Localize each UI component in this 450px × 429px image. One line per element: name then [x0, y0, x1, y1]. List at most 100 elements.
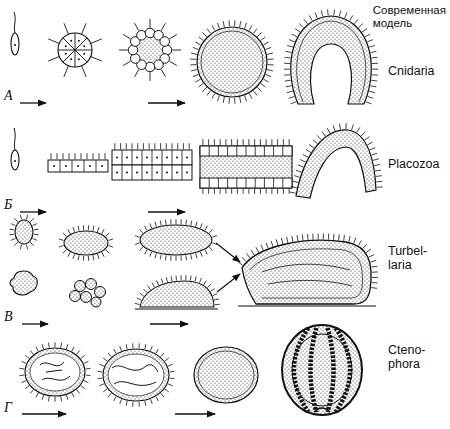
cilium	[25, 386, 29, 389]
cilium	[20, 215, 21, 220]
cilium	[199, 83, 204, 87]
cilium	[257, 32, 261, 36]
cilium	[321, 11, 322, 17]
flagellum	[123, 61, 130, 65]
cilium	[271, 139, 272, 145]
cilium	[289, 40, 295, 42]
cilium	[205, 226, 207, 230]
taxon-label: Turbel- laria	[388, 244, 427, 273]
cilium	[191, 53, 197, 54]
cilium	[189, 143, 190, 149]
cilium	[283, 189, 284, 194]
cilium	[55, 397, 56, 402]
cell-layer	[250, 249, 362, 298]
cilium	[343, 235, 345, 241]
cilium	[36, 393, 38, 397]
cilium	[266, 139, 267, 145]
colony-ring	[119, 19, 181, 81]
cilium	[249, 25, 252, 30]
cilium	[33, 238, 38, 240]
cell-layer	[201, 31, 263, 93]
cilium	[135, 303, 140, 304]
cilium	[371, 287, 377, 289]
cilium	[60, 396, 62, 401]
planuloid-body	[140, 225, 212, 255]
cell	[75, 281, 86, 292]
row-letter: Б	[4, 197, 12, 213]
cilia-guide	[242, 240, 371, 290]
cilia-guide	[25, 348, 85, 396]
nucleus	[146, 172, 148, 174]
cilium	[36, 347, 38, 351]
cilium	[172, 143, 173, 149]
stage-arrow	[20, 102, 46, 103]
cilium	[103, 389, 107, 392]
cilia-guide	[200, 188, 292, 189]
cilium	[261, 37, 266, 41]
cilium	[26, 215, 27, 220]
flagellum	[82, 66, 87, 77]
cilium	[145, 226, 147, 230]
cilium	[277, 189, 278, 194]
cilium	[261, 245, 263, 250]
cilium	[357, 127, 360, 132]
cilium	[19, 368, 24, 370]
nucleus	[65, 45, 67, 47]
cilium	[260, 139, 261, 145]
cilium	[220, 139, 221, 145]
flagellum	[150, 19, 151, 28]
cilium	[150, 252, 152, 257]
stage-arrow	[150, 323, 188, 324]
cilium	[143, 143, 144, 149]
cilium	[212, 93, 215, 98]
nucleus	[116, 172, 118, 174]
cilium	[86, 368, 91, 370]
cilium	[238, 262, 243, 266]
stage-arrow	[148, 102, 185, 103]
nucleus	[77, 165, 79, 167]
cilium	[318, 234, 319, 240]
cilium	[69, 153, 70, 159]
cilium	[323, 233, 324, 239]
cilium	[240, 21, 241, 27]
nucleus	[176, 172, 178, 174]
cell-wall	[75, 50, 87, 62]
cilium	[108, 353, 111, 357]
cilium	[266, 189, 267, 194]
cilium	[120, 143, 121, 149]
cilium	[22, 361, 27, 363]
cilium	[214, 139, 215, 145]
cilium	[372, 271, 378, 272]
cilium	[175, 219, 176, 224]
cilium	[322, 131, 326, 136]
cilium	[200, 278, 202, 283]
nucleus	[156, 157, 158, 159]
cilium	[170, 378, 175, 380]
flagellum	[169, 35, 176, 39]
cilium	[237, 139, 238, 145]
cilium	[75, 153, 76, 159]
cilium	[370, 260, 376, 262]
cilium	[374, 164, 380, 165]
cilium	[33, 224, 38, 226]
cilium	[30, 218, 34, 221]
cilium	[170, 219, 171, 224]
cilia-guide	[296, 130, 376, 196]
comb-row	[336, 328, 350, 412]
cilium	[207, 91, 211, 96]
cilium	[114, 349, 116, 353]
cilium	[193, 47, 199, 49]
cilium	[166, 143, 167, 149]
row-c-figures	[10, 220, 376, 324]
row-letter: В	[4, 309, 13, 325]
flagellum	[82, 23, 87, 34]
cell-wall	[75, 50, 92, 51]
cilium	[229, 98, 230, 104]
cilia-guide	[140, 225, 212, 255]
cilium	[171, 276, 173, 281]
cilium	[372, 63, 378, 64]
cilium	[99, 153, 100, 159]
cilia-guide	[291, 16, 372, 104]
cilium	[180, 219, 181, 224]
cilium	[285, 80, 291, 82]
